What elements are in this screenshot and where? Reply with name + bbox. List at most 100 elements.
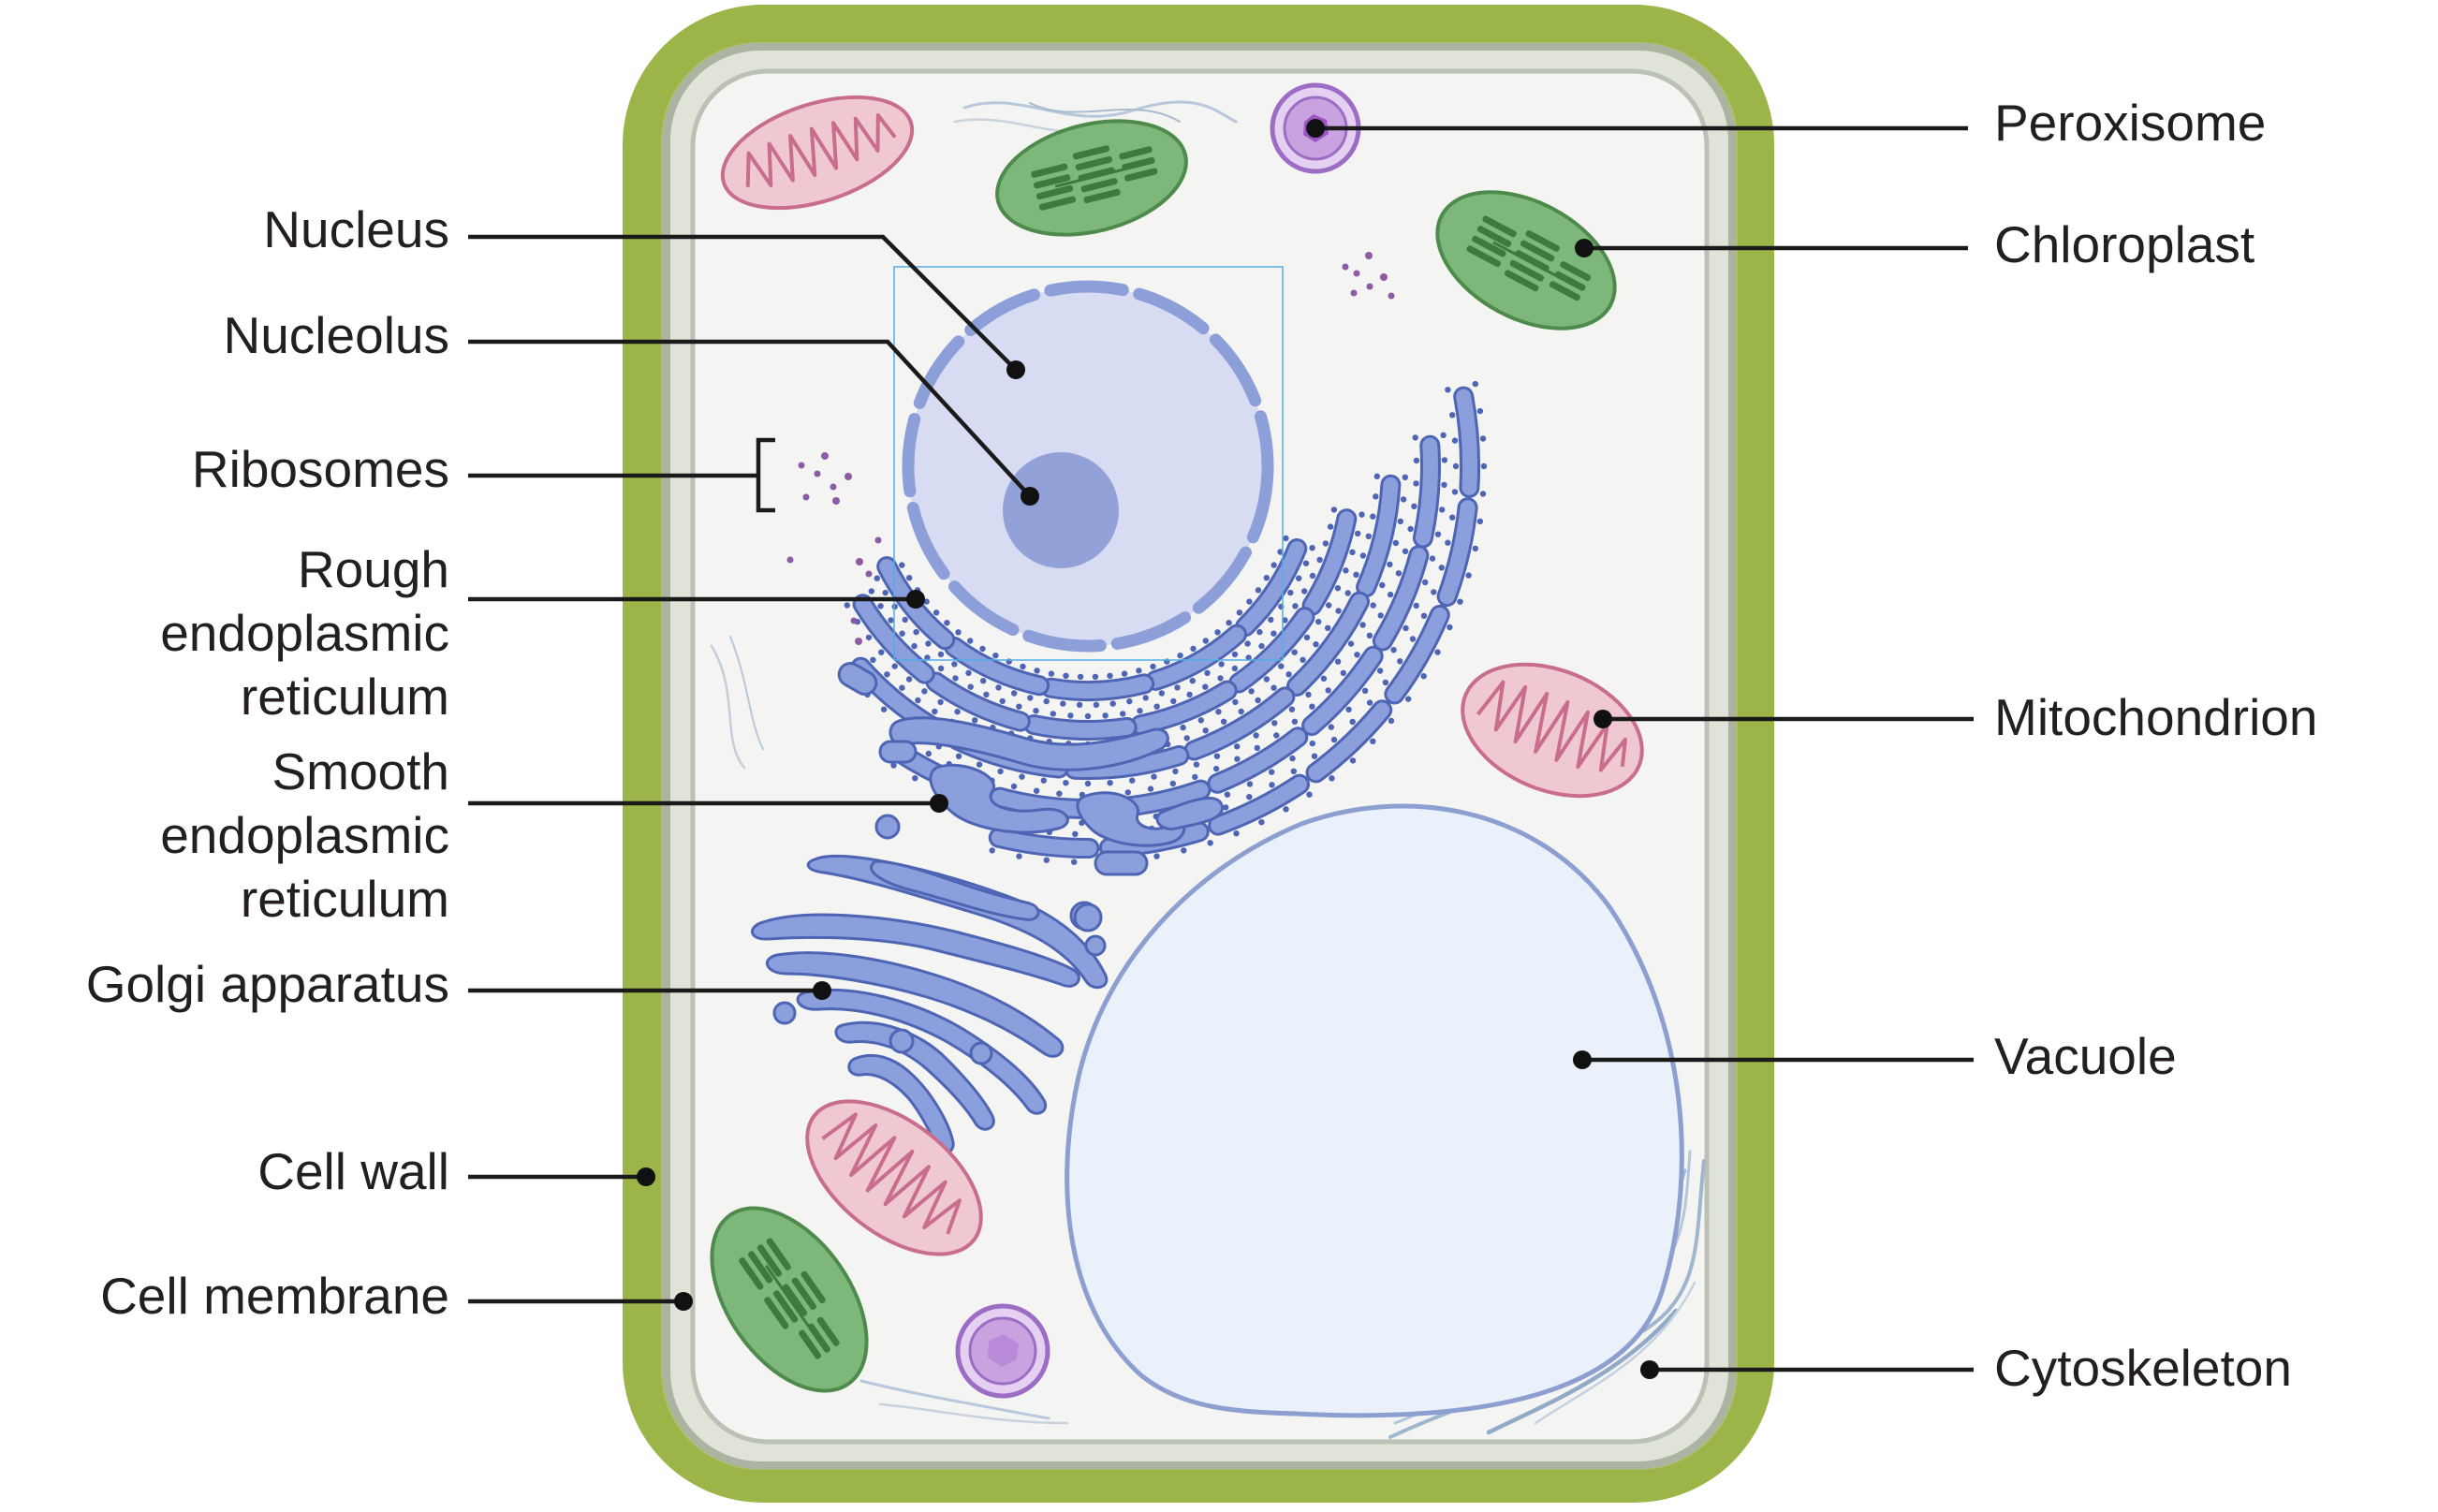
rough-er-ribosome: [1121, 670, 1128, 677]
rough-er-ribosome: [1258, 642, 1265, 650]
rough-er-ribosome: [1349, 757, 1357, 764]
rough-er-ribosome: [1366, 632, 1373, 639]
rough-er-ribosome: [1193, 761, 1200, 768]
rough-er-ribosome: [911, 642, 918, 650]
rough-er-ribosome: [1329, 775, 1335, 782]
rough-er-ribosome: [1451, 489, 1459, 495]
rough-er-ribosome: [1326, 602, 1332, 609]
rough-er-ribosome: [1072, 830, 1079, 837]
rough-er-ribosome: [1392, 539, 1400, 547]
rough-er-ribosome: [1301, 588, 1308, 595]
rough-er-ribosome: [865, 634, 873, 641]
rough-er-ribosome: [1420, 673, 1427, 680]
rough-er-ribosome: [1397, 518, 1404, 525]
rough-er-ribosome: [1190, 645, 1197, 653]
rough-er-ribosome: [937, 665, 945, 672]
rough-er-cisterna: [1387, 607, 1447, 702]
mitochondrion-right: [1461, 662, 1644, 799]
rough-er-ribosome: [1330, 736, 1338, 743]
label-mitochondrion: Mitochondrion: [1994, 688, 2317, 746]
ribosome-dots: [786, 252, 1395, 645]
rough-er-ribosome: [1120, 711, 1126, 717]
rough-er-ribosome: [1077, 673, 1084, 681]
rough-er-ribosome: [1409, 636, 1417, 642]
rough-er-ribosome: [925, 640, 932, 647]
rough-er-cisterna: [1231, 609, 1313, 691]
rough-er-ribosome: [1347, 640, 1355, 647]
rough-er-cisterna: [1186, 689, 1293, 758]
rough-er-ribosome: [1400, 496, 1407, 503]
label-rough-er-line2: endoplasmic: [160, 604, 449, 662]
rough-er-ribosome: [1334, 585, 1342, 592]
label-cytoskeleton: Cytoskeleton: [1994, 1339, 2292, 1397]
rough-er-ribosome: [1288, 706, 1296, 712]
label-cell-wall: Cell wall: [257, 1142, 449, 1200]
rough-er-cisterna: [1439, 500, 1476, 605]
rough-er-ribosome: [1268, 616, 1274, 624]
rough-er-ribosome: [992, 653, 999, 659]
rough-er-ribosome: [1373, 493, 1379, 500]
rough-er-ribosome: [1309, 572, 1316, 580]
rough-er-ribosome: [899, 562, 905, 568]
rough-er-ribosome: [1271, 720, 1278, 727]
rough-er-ribosome: [1431, 589, 1437, 595]
rough-er-ribosome: [1011, 690, 1018, 697]
rough-er-ribosome: [997, 768, 1004, 775]
rough-er-ribosome: [1027, 695, 1034, 701]
rough-er-ribosome: [880, 706, 888, 712]
rough-er-ribosome: [1434, 531, 1442, 537]
rough-er-ribosome: [1189, 678, 1197, 684]
rough-er-cisterna: [1210, 729, 1306, 791]
smooth-er: [837, 662, 1224, 931]
rough-er-ribosome: [1226, 620, 1232, 626]
rough-er-ribosome: [1246, 794, 1253, 800]
rough-er-ribosome: [1244, 640, 1251, 647]
rough-er-ribosome: [1309, 740, 1316, 747]
rough-er-cisterna: [1456, 389, 1477, 495]
rough-er-ribosome: [955, 753, 962, 759]
rough-er-ribosome: [1349, 549, 1356, 555]
rough-er-cisterna: [1148, 626, 1244, 688]
rough-er-ribosome: [1109, 700, 1116, 707]
rough-er-ribosome: [1343, 567, 1349, 574]
rough-er-ribosome: [954, 709, 961, 715]
rough-er-ribosome: [1302, 560, 1310, 566]
rough-er-ribosome: [1151, 773, 1157, 780]
rough-er-ribosome: [1413, 602, 1419, 609]
rough-er-ribosome: [1420, 612, 1428, 619]
rough-er-ribosome: [1016, 703, 1022, 710]
rough-er-ribosome: [877, 603, 884, 609]
rough-er-ribosome: [1019, 773, 1025, 780]
rough-er-ribosome: [1142, 695, 1149, 701]
nucleus: [893, 266, 1284, 661]
rough-er-ribosome: [1126, 697, 1133, 705]
rough-er-ribosome: [1067, 712, 1074, 719]
rough-er-ribosome: [899, 684, 905, 691]
rough-er-ribosome: [1429, 555, 1436, 562]
rough-er-ribosome: [1215, 709, 1222, 715]
rough-er-ribosome: [1129, 777, 1136, 784]
rough-er-ribosome: [1063, 672, 1069, 679]
rough-er-ribosome: [1040, 777, 1048, 784]
rough-er-ribosome: [1359, 622, 1366, 628]
leader-peroxisome-dot: [1306, 119, 1325, 138]
rough-er-ribosome: [1306, 791, 1313, 798]
rough-er-ribosome: [1439, 506, 1446, 513]
rough-er-ribosome: [1359, 511, 1365, 518]
rough-er-ribosome: [1328, 724, 1335, 730]
rough-er-ribosome: [1020, 663, 1026, 670]
rough-er-ribosome: [1263, 575, 1270, 581]
mitochondrion-top-left: [720, 95, 915, 211]
rough-er-ribosome: [1441, 457, 1448, 463]
rough-er-ribosome: [995, 684, 1002, 691]
rough-er-ribosome: [1315, 618, 1322, 625]
rough-er-ribosome: [915, 697, 921, 704]
label-smooth-er-line1: Smooth: [272, 742, 449, 800]
rough-er-ribosome: [1050, 711, 1057, 717]
rough-er-ribosome: [1405, 696, 1412, 702]
leader-chloroplast-dot: [1575, 239, 1594, 257]
rough-er-ribosome: [1033, 708, 1039, 714]
rough-er-ribosome: [1016, 853, 1022, 859]
rough-er-ribosome: [1327, 523, 1334, 530]
rough-er-ribosome: [912, 775, 918, 782]
